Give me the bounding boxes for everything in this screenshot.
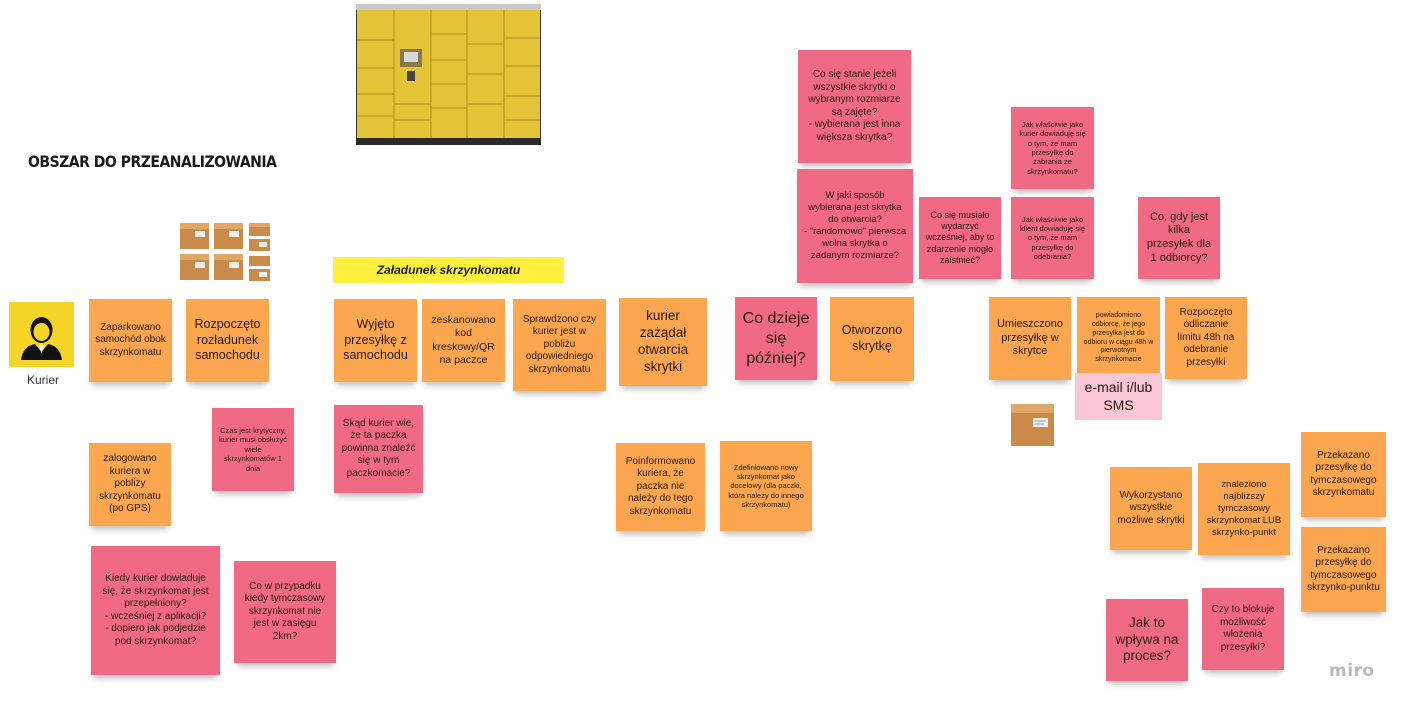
note-what-happened[interactable]: Co się musiało wydarzyć wcześniej, aby t…: [919, 197, 1001, 279]
note-logged-gps[interactable]: zalogowano kuriera w pobliży skrzynkomat…: [89, 443, 171, 526]
parcel-locker-image: [356, 4, 541, 145]
note-what-next[interactable]: Co dzieje się później?: [735, 297, 817, 380]
note-defined-new[interactable]: Zdefiniowano nowy skrzynkomat jako docel…: [720, 441, 812, 531]
board-title: OBSZAR DO PRZEANALIZOWANIA: [28, 153, 277, 172]
note-opened[interactable]: Otworzono skrytkę: [830, 297, 914, 381]
note-impact[interactable]: Jak to wpływa na proces?: [1106, 599, 1188, 681]
note-scanned[interactable]: zeskanowano kod kreskowy/QR na paczce: [422, 299, 505, 382]
package-single: [1011, 404, 1054, 446]
note-unload-start[interactable]: Rozpoczęto rozładunek samochodu: [186, 299, 269, 382]
note-all-used[interactable]: Wykorzystano wszystkie możliwe skrytki: [1110, 467, 1192, 550]
note-placed[interactable]: Umieszczono przesyłkę w skrytce: [989, 297, 1071, 380]
note-requested-open[interactable]: kurier zażądał otwarcia skrytki: [619, 298, 707, 386]
package-icon: [180, 223, 270, 281]
courier-avatar: [9, 302, 74, 367]
miro-watermark: miro: [1329, 661, 1375, 681]
note-took-parcel[interactable]: Wyjęto przesyłkę z samochodu: [334, 299, 417, 382]
parcel-locker-icon: [356, 4, 541, 145]
note-temp-far[interactable]: Co w przypadku kiedy tymczasowy skrzynko…: [234, 561, 336, 663]
note-handed-temp-locker[interactable]: Przekazano przesyłkę do tymczasowego skr…: [1301, 432, 1386, 517]
note-how-knows[interactable]: Skąd kurier wie, że ta paczka powinna zn…: [334, 405, 423, 493]
note-checked-courier[interactable]: Sprawdzono czy kurier jest w pobliżu odp…: [513, 299, 606, 391]
note-informed[interactable]: Poinformowano kuriera, że paczka nie nal…: [616, 443, 705, 531]
packages-group: [180, 222, 272, 282]
note-email-sms[interactable]: e-mail i/lub SMS: [1075, 373, 1162, 420]
note-when-full[interactable]: Kiedy kurier dowiaduje się, że skrzynkom…: [91, 546, 220, 675]
note-notified[interactable]: powiadomiono odbiorcę, że jego przesyłka…: [1077, 297, 1160, 380]
section-label-loading: Załadunek skrzynkomatu: [333, 257, 564, 283]
note-found-temp[interactable]: znaleziono najbliższy tymczasowy skrzynk…: [1198, 463, 1290, 555]
note-handed-temp-point[interactable]: Przekazano przesyłkę do tymczasowego skr…: [1301, 527, 1386, 612]
courier-label: Kurier: [27, 373, 60, 387]
package-icon: [1011, 404, 1054, 446]
note-countdown[interactable]: Rozpoczęto odliczanie limitu 48h na odeb…: [1165, 297, 1247, 379]
note-courier-learns[interactable]: Jak właściwie jako kurier dowiaduję się …: [1011, 107, 1094, 189]
note-multiple[interactable]: Co, gdy jest kilka przesyłek dla 1 odbio…: [1138, 197, 1220, 279]
note-blocks[interactable]: Czy to blokuje możliwość włożenia przesy…: [1202, 588, 1284, 670]
note-parked[interactable]: Zaparkowano samochód obok skrzynkomatu: [89, 299, 172, 382]
note-time-critical[interactable]: Czas jest krytyczny, kurier musi obsłuży…: [212, 408, 294, 491]
note-client-learns[interactable]: Jak właściwie jako klient dowiaduję się …: [1011, 197, 1094, 279]
note-all-occupied[interactable]: Co się stanie jeżeli wszystkie skrytki o…: [798, 50, 911, 163]
user-avatar-icon: [21, 317, 62, 360]
note-how-chosen[interactable]: W jaki sposób wybierana jest skrytka do …: [797, 169, 913, 283]
